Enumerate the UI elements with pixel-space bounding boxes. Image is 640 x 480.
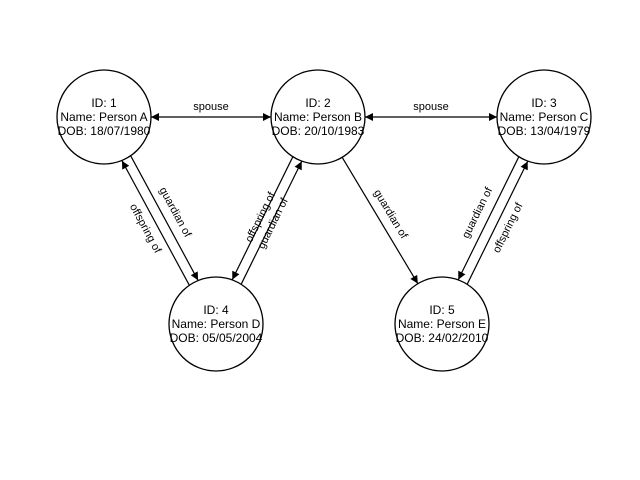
edge-5-to-3 (466, 161, 529, 285)
edge-label: offspring of (491, 200, 526, 255)
node-dob-label: DOB: 18/07/1980 (58, 124, 151, 138)
node-id-label: ID: 3 (531, 96, 557, 110)
edge-2-to-4 (231, 156, 294, 280)
node-id-label: ID: 2 (305, 96, 331, 110)
edge-label: guardian of (157, 185, 194, 240)
node-name-label: Name: Person D (172, 317, 261, 331)
edge-4-to-1 (121, 160, 190, 286)
edge-3-to-5 (457, 156, 520, 280)
edge-label: spouse (413, 101, 448, 113)
edge-label: guardian of (460, 185, 496, 241)
node-id-label: ID: 4 (203, 303, 229, 317)
edge-1-to-4 (130, 155, 199, 281)
node-dob-label: DOB: 13/04/1979 (498, 124, 591, 138)
edge-4-to-2 (240, 161, 303, 285)
node-name-label: Name: Person C (500, 110, 589, 124)
node-name-label: Name: Person A (60, 110, 147, 124)
node-id-label: ID: 5 (429, 303, 455, 317)
node-dob-label: DOB: 05/05/2004 (170, 331, 263, 345)
node-circle (496, 69, 592, 165)
node-dob-label: DOB: 24/02/2010 (396, 331, 489, 345)
edge-label: spouse (193, 101, 228, 113)
node-circle (270, 69, 366, 165)
node-circle (168, 276, 264, 372)
node-circle (56, 69, 152, 165)
node-name-label: Name: Person E (398, 317, 486, 331)
node-name-label: Name: Person B (274, 110, 362, 124)
node-circle (394, 276, 490, 372)
edge-2-to-5 (341, 157, 419, 284)
node-id-label: ID: 1 (91, 96, 117, 110)
node-dob-label: DOB: 20/10/1983 (272, 124, 365, 138)
